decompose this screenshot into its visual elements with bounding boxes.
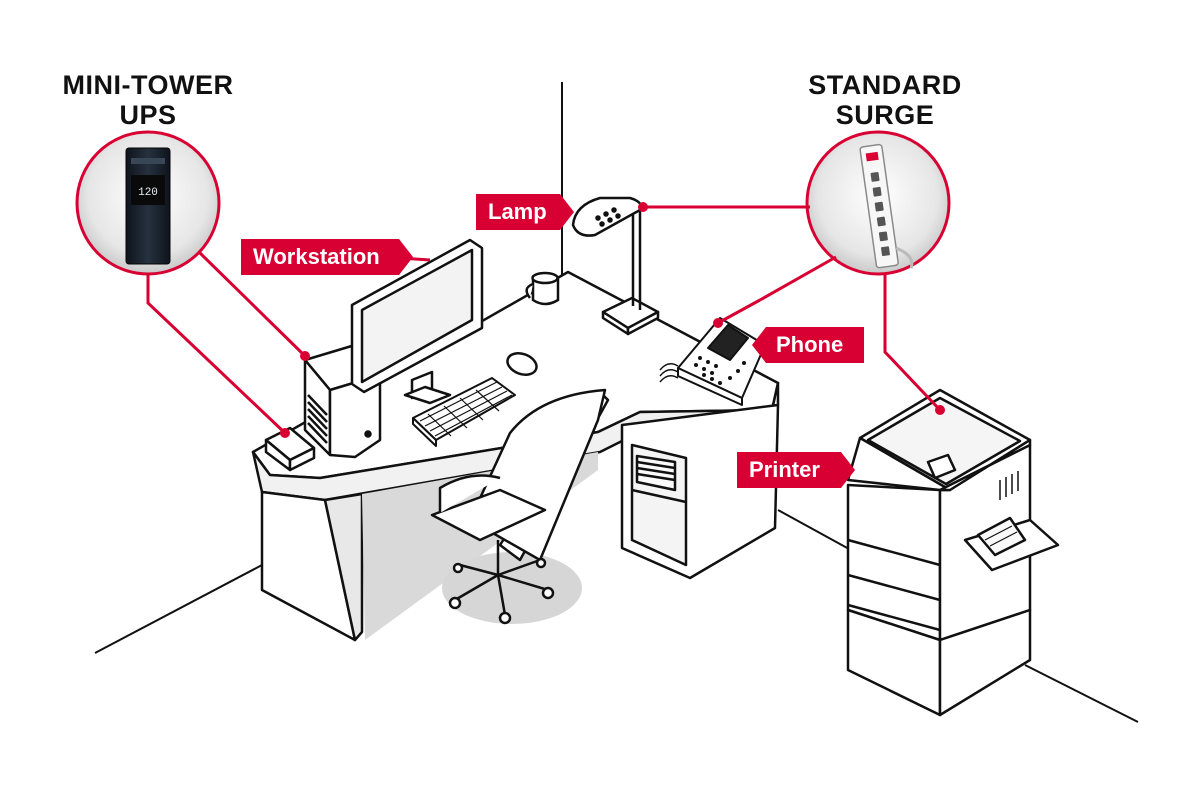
room-walls: [94, 82, 1139, 723]
surge-heading-line2: SURGE: [835, 100, 935, 130]
surge-heading: STANDARD SURGE: [785, 70, 985, 130]
workstation-label: Workstation: [241, 239, 413, 275]
ups-heading: MINI-TOWER UPS: [48, 70, 248, 130]
connector-lines: [146, 205, 942, 435]
lamp-label: Lamp: [476, 194, 574, 230]
coffee-mug: [525, 271, 560, 306]
office-chair: [430, 388, 610, 625]
connector-dots: [280, 202, 945, 438]
ups-display-reading: 120: [138, 187, 158, 199]
keyboard: [412, 377, 516, 447]
monitor: [350, 238, 484, 405]
surge-callout-circle: [805, 130, 951, 276]
printer-copier: [846, 388, 1060, 717]
computer-tower: [303, 343, 382, 459]
desk-lamp: [571, 196, 660, 336]
ups-callout-circle: [75, 130, 221, 276]
desk-phone: [659, 317, 766, 406]
surge-heading-line1: STANDARD: [808, 70, 962, 100]
ups-heading-line2: UPS: [119, 100, 177, 130]
ups-unit-on-desk: [264, 426, 316, 472]
ups-heading-line1: MINI-TOWER: [62, 70, 234, 100]
phone-label: Phone: [752, 327, 864, 363]
mouse: [506, 352, 538, 376]
printer-label: Printer: [737, 452, 855, 488]
